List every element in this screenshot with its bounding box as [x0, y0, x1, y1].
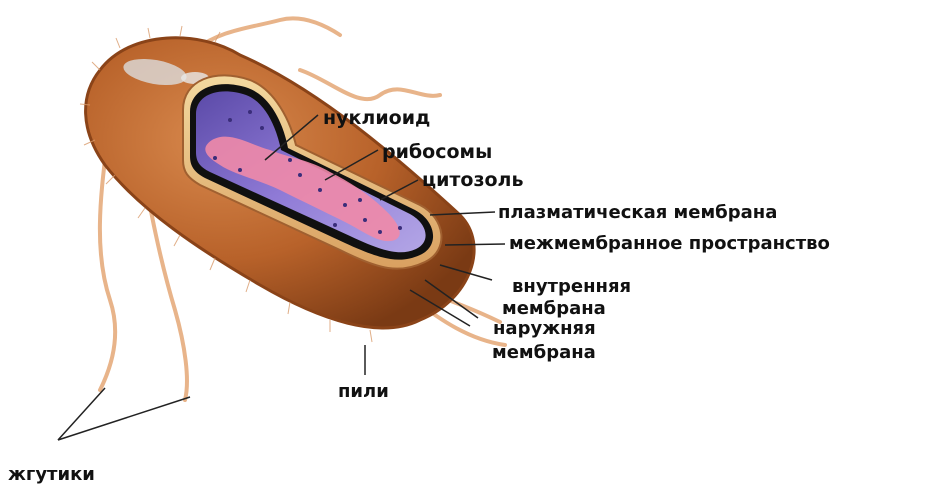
label-inner-membrane-1: внутренняя	[512, 276, 631, 297]
label-flagella: жгутики	[8, 464, 95, 485]
label-intermembrane-space: межмембранное пространство	[509, 233, 830, 254]
label-plasma-membrane: плазматическая мембрана	[498, 202, 777, 223]
label-inner-membrane-2: мембрана	[502, 298, 606, 319]
label-cytosol: цитозоль	[422, 169, 524, 191]
label-ribosomes: рибосомы	[382, 141, 492, 163]
label-outer-membrane-1: наружняя	[493, 318, 596, 339]
label-outer-membrane-2: мембрана	[492, 342, 596, 363]
flagellum-top-right	[300, 70, 440, 99]
label-pili: пили	[338, 381, 389, 402]
label-nucleoid: нуклиоид	[323, 107, 430, 129]
leader-intermembrane	[445, 244, 505, 245]
